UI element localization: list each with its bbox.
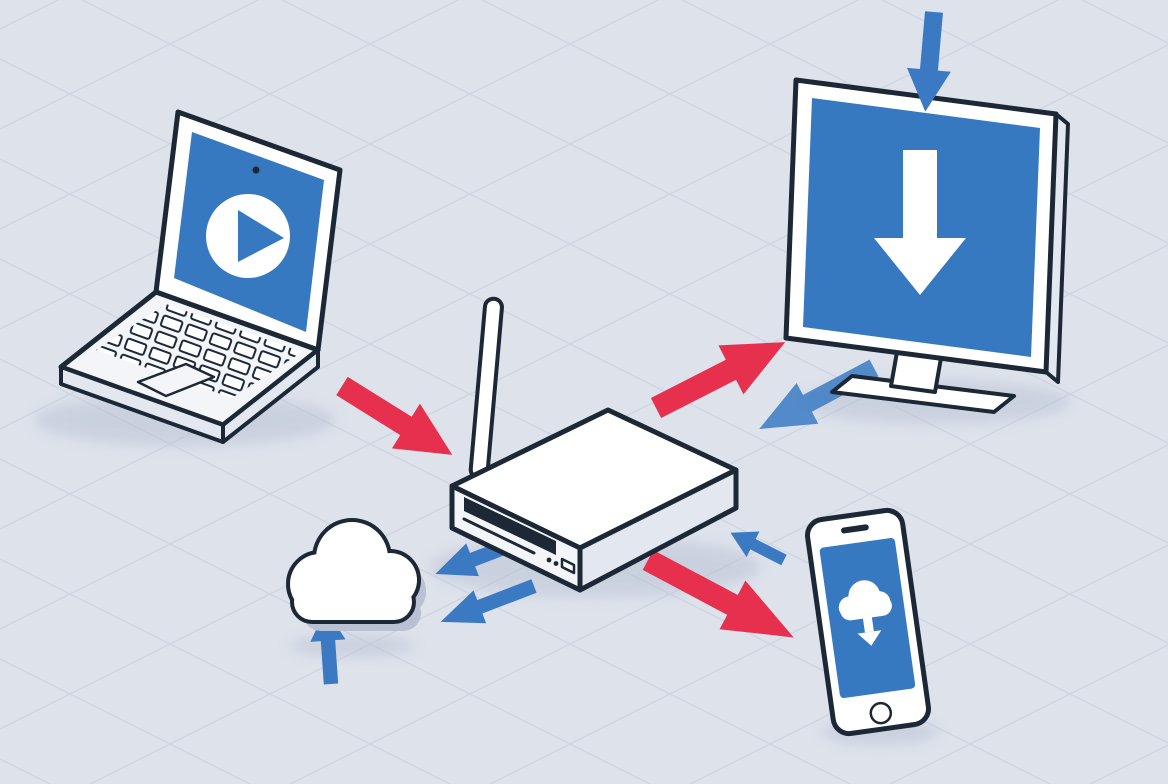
phone-speaker [841,524,869,534]
router-right-face [577,467,739,593]
laptop-trackpad [136,362,216,398]
cloud-icon [290,522,417,620]
router-vent-line [462,517,536,555]
laptop-camera-dot [252,166,260,174]
laptop-keyboard [96,304,302,398]
cloud [286,518,426,631]
phone-home-button [869,701,893,725]
monitor-stand-base [830,374,1016,414]
router-vent-slot [464,497,556,555]
laptop [58,109,343,444]
cloud-download-icon [838,580,892,646]
monitor [783,77,1070,414]
router-led-dot-1 [546,557,552,563]
smartphone [805,507,931,737]
play-icon [238,210,284,262]
laptop-right-edge [221,348,320,444]
download-arrow-icon [874,150,966,295]
router-led-dot-2 [553,561,559,566]
cloud-shadow [290,635,414,657]
router-port [560,557,576,575]
wifi-router [449,296,739,593]
